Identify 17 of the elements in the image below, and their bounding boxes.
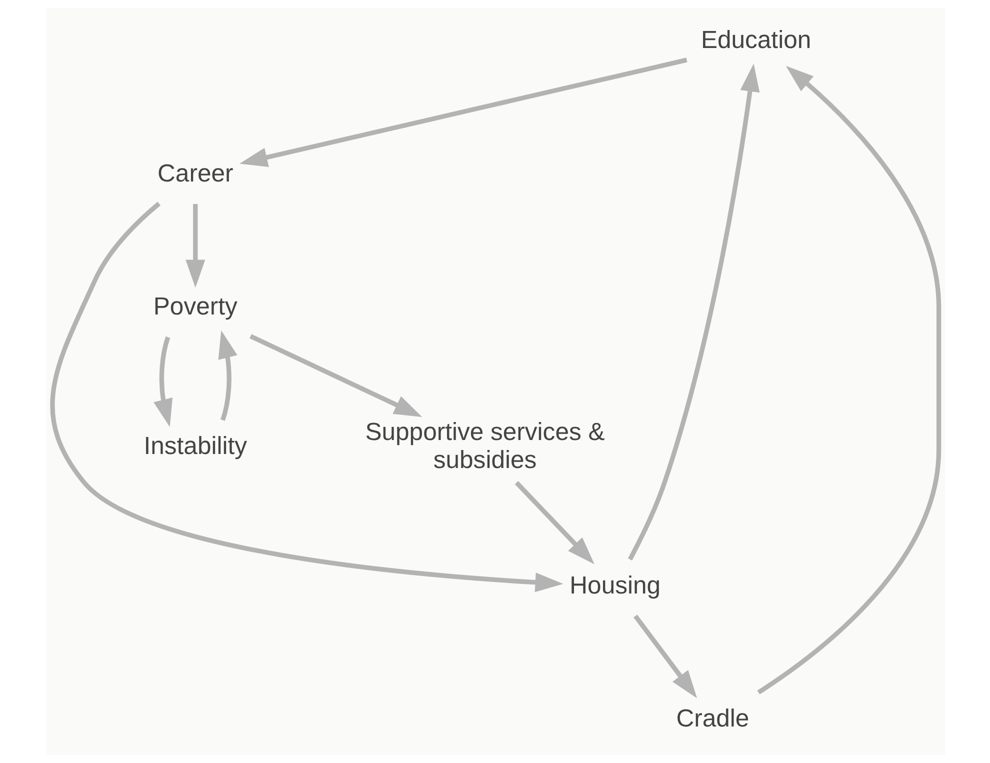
arrow (153, 336, 172, 427)
node-text: Education (700, 27, 811, 54)
arrow (249, 334, 422, 417)
node-text: Career (157, 160, 233, 188)
arrow (185, 204, 205, 288)
node-text: Poverty (152, 294, 237, 321)
arrow (632, 614, 697, 698)
arrow (514, 481, 594, 564)
node-text: Instability (143, 432, 247, 460)
node-text: Cradle (676, 706, 749, 733)
arrow (218, 330, 237, 421)
node-text: Housing (569, 572, 660, 600)
arrow (239, 58, 687, 167)
node-text: Supportive services & subsidies (364, 419, 604, 474)
arrow (50, 202, 563, 592)
arrow (756, 66, 941, 694)
arrow (627, 64, 760, 560)
